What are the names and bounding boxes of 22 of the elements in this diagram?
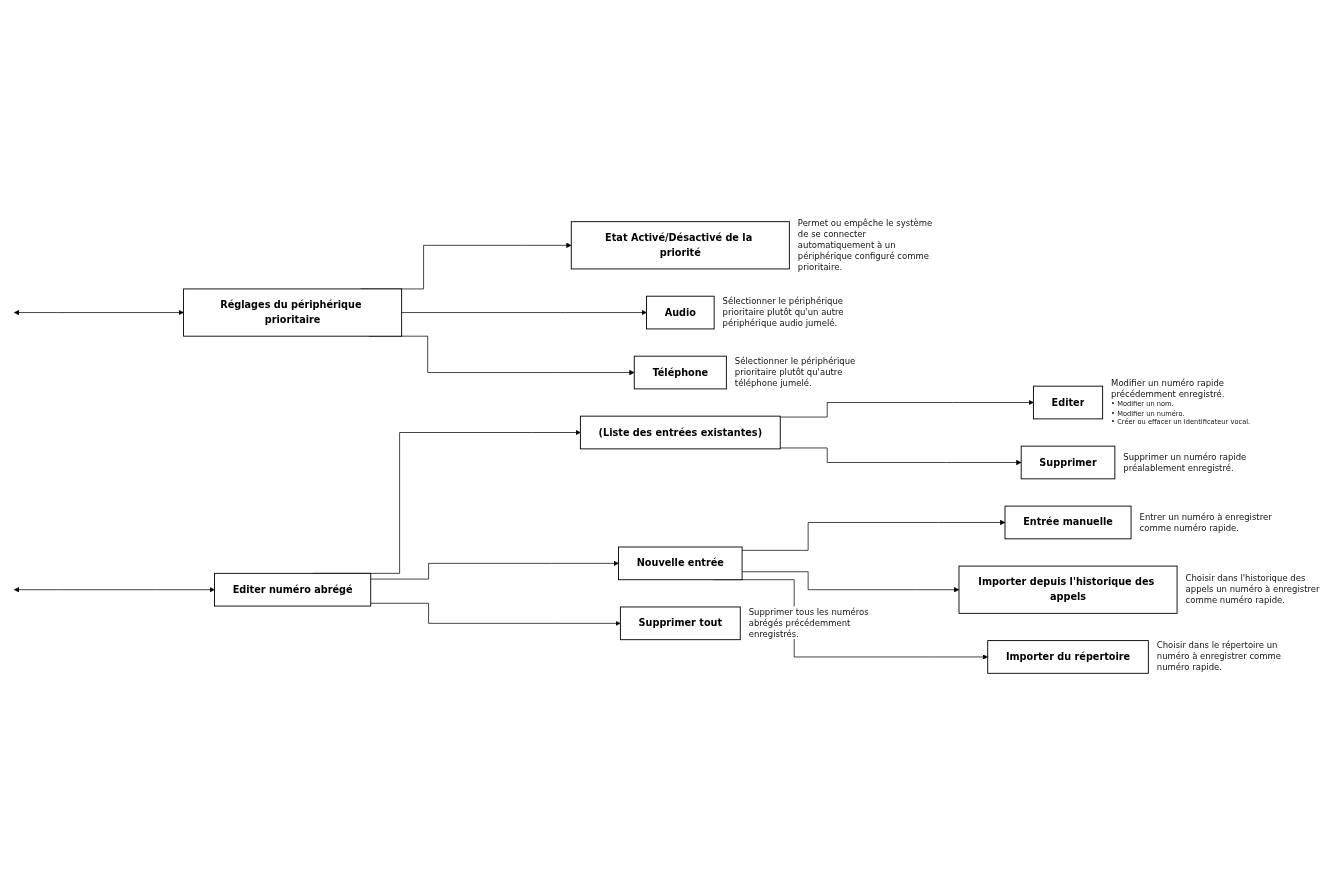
node-label: Supprimer un numéro rapide préalablement enregistré.: [1123, 451, 1247, 473]
node-label: Sélectionner le périphérique prioritaire plutôt qu'autre téléphone jumelé.: [734, 355, 856, 388]
node-box: Editer: [1032, 385, 1104, 420]
node-label: Sélectionner le périphérique prioritaire plutôt qu'un autre périphérique audio jumelé.: [722, 295, 844, 328]
node-label: Permet ou empêche le système de se connecter automatiquement à un périphérique configuré comme prioritaire.: [797, 217, 933, 272]
node-label: Supprimer tous les numéros abrégés précédemment enregistrés.: [748, 606, 869, 639]
node-box: Importer du répertoire: [987, 640, 1149, 674]
node-box: Supprimer: [1020, 445, 1116, 480]
node-box: Téléphone: [633, 355, 727, 390]
node-box: Réglages du périphérique prioritaire: [183, 288, 403, 337]
node-box: (Liste des entrées existantes): [579, 415, 781, 450]
node-label: Choisir dans le répertoire un numéro à enregistrer comme numéro rapide.: [1156, 640, 1282, 673]
node-box: Audio: [646, 295, 715, 330]
node-box: Etat Activé/Désactivé de la priorité: [570, 221, 790, 270]
node-box: Nouvelle entrée: [618, 546, 743, 581]
node-box: Entrée manuelle: [1004, 505, 1132, 540]
node-label: Modifier un numéro rapide précédemment enregistré.: [1111, 377, 1225, 399]
node-box: Supprimer tout: [619, 606, 741, 641]
node-label: Choisir dans l'historique des appels un numéro à enregistrer comme numéro rapide.: [1185, 573, 1320, 605]
node-label: Entrer un numéro à enregistrer comme numéro rapide.: [1139, 511, 1272, 533]
node-box: Importer depuis l'historique des appels: [958, 565, 1178, 614]
node-box: Editer numéro abrégé: [214, 572, 372, 607]
